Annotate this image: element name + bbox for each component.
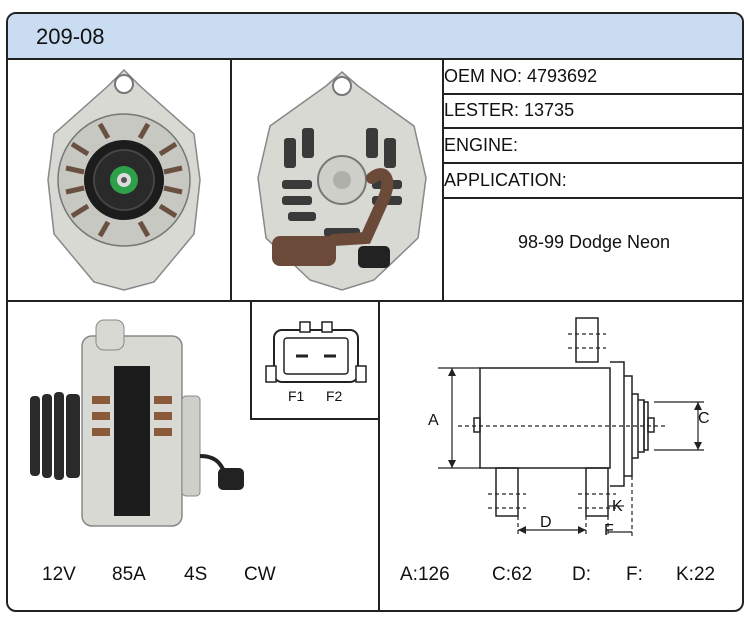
dimension-k-value: K:22 bbox=[676, 564, 716, 585]
dimension-d-label: D bbox=[540, 514, 552, 531]
alternator-side-view-image bbox=[30, 319, 244, 527]
divider-spec-1 bbox=[442, 93, 742, 95]
dimension-d-value: D: bbox=[572, 564, 591, 585]
rotation-value: CW bbox=[244, 564, 276, 585]
dimension-c-value: C:62 bbox=[492, 564, 533, 585]
oem-number: OEM NO: 4793692 bbox=[444, 66, 598, 86]
divider-spec-2 bbox=[442, 127, 742, 129]
divider-vertical-top-right bbox=[442, 60, 444, 300]
plug-pin-f2-label: F2 bbox=[326, 388, 343, 404]
groove-value: 4S bbox=[184, 564, 208, 585]
voltage-value: 12V bbox=[42, 564, 76, 585]
application-label: APPLICATION: bbox=[444, 170, 567, 190]
engine-label: ENGINE: bbox=[444, 135, 519, 155]
dimension-k-label: K bbox=[612, 498, 623, 515]
dimension-a-value: A:126 bbox=[400, 564, 450, 585]
dimension-f-label: F bbox=[604, 522, 614, 539]
divider-vertical-bottom-left bbox=[250, 300, 252, 420]
header-bar: 209-08 bbox=[8, 14, 742, 60]
amperage-value: 85A bbox=[112, 564, 146, 585]
dimension-c-label: C bbox=[698, 410, 710, 427]
dimension-f-value: F: bbox=[626, 564, 643, 585]
divider-horizontal-middle bbox=[8, 300, 742, 302]
divider-vertical-bottom-right bbox=[378, 300, 380, 610]
dimension-a-label: A bbox=[428, 412, 439, 429]
connector-plug-diagram bbox=[265, 321, 367, 383]
dimension-drawing bbox=[438, 317, 704, 536]
plug-pin-f1-label: F1 bbox=[288, 388, 305, 404]
alternator-rear-view-image bbox=[257, 71, 427, 291]
divider-spec-3 bbox=[442, 162, 742, 164]
spec-sheet: 209-08 OEM NO: 4793692 LESTER: 13735 ENG… bbox=[6, 12, 744, 612]
divider-vertical-top-left bbox=[230, 60, 232, 300]
application-value: 98-99 Dodge Neon bbox=[517, 232, 671, 252]
alternator-front-view-image bbox=[47, 68, 201, 291]
part-number-title: 209-08 bbox=[36, 24, 105, 49]
divider-plug-bottom bbox=[250, 418, 380, 420]
divider-spec-4 bbox=[442, 197, 742, 199]
lester-number: LESTER: 13735 bbox=[444, 100, 575, 120]
